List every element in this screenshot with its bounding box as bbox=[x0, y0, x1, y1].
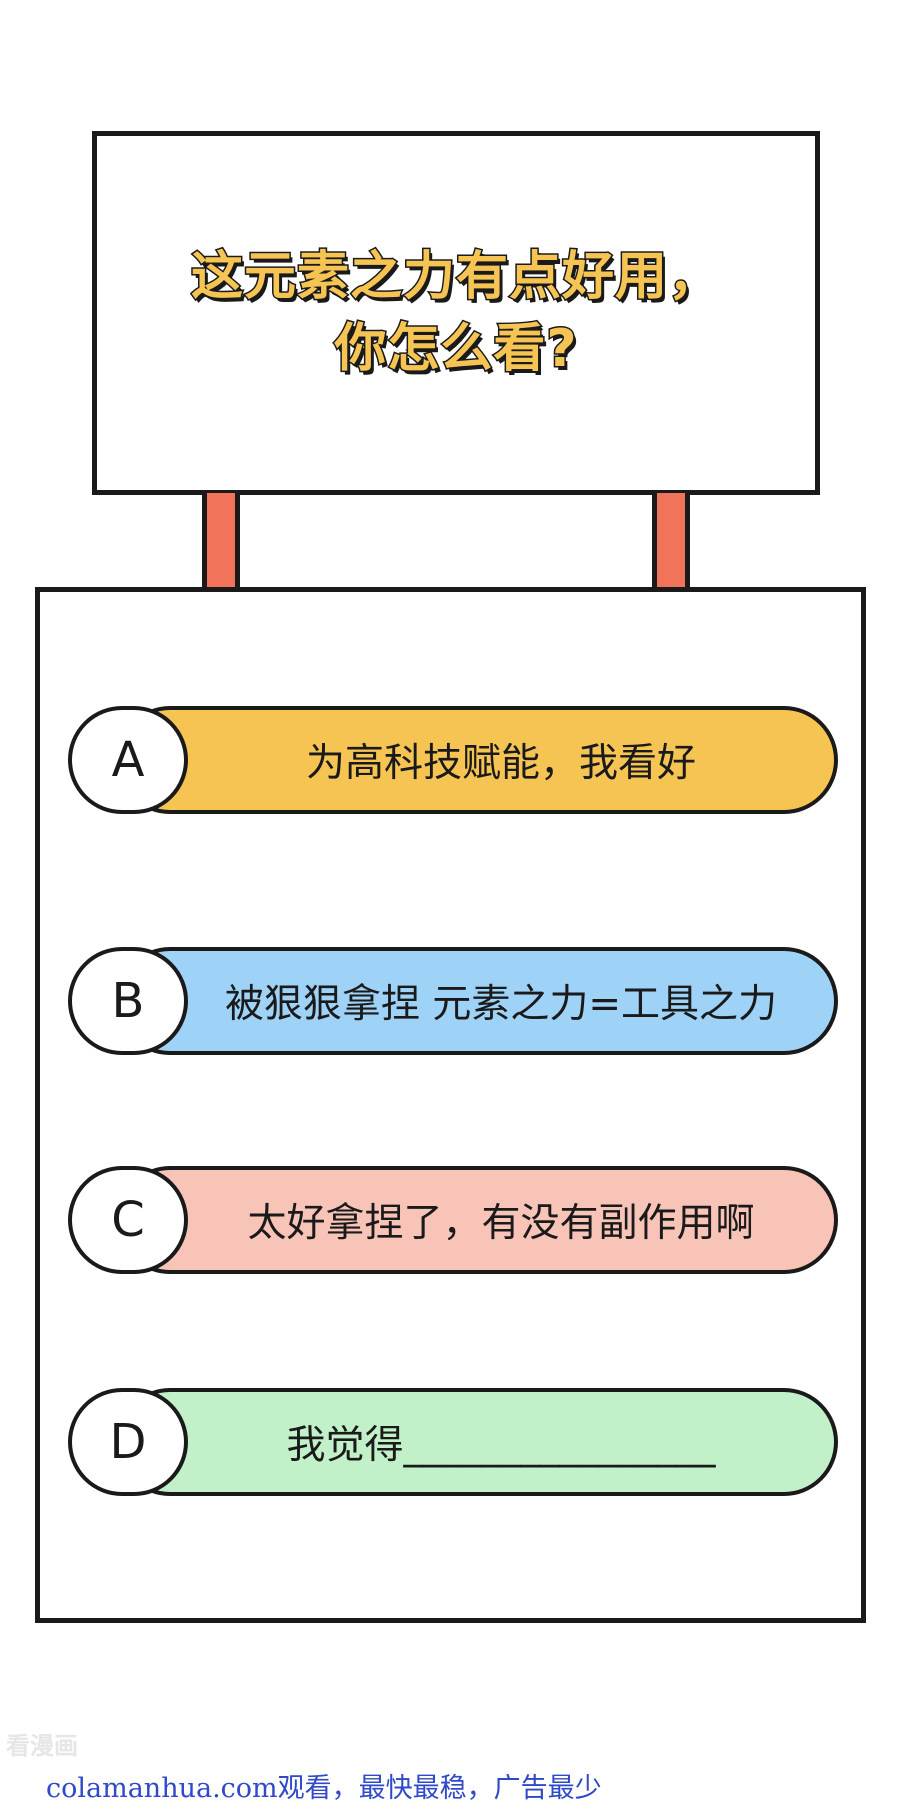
question-line-2: 你怎么看? bbox=[333, 318, 578, 381]
option-b-pill[interactable]: 被狠狠拿捏 元素之力=工具之力 bbox=[116, 947, 838, 1055]
option-c[interactable]: C 太好拿捏了，有没有副作用啊 bbox=[68, 1166, 838, 1274]
option-a-text: 为高科技赋能，我看好 bbox=[305, 741, 696, 786]
option-c-pill[interactable]: 太好拿捏了，有没有副作用啊 bbox=[116, 1166, 838, 1274]
option-b[interactable]: B 被狠狠拿捏 元素之力=工具之力 bbox=[68, 947, 838, 1055]
option-c-text: 太好拿捏了，有没有副作用啊 bbox=[247, 1201, 755, 1246]
option-d-text: 我觉得________________ bbox=[286, 1423, 716, 1468]
option-a-pill[interactable]: 为高科技赋能，我看好 bbox=[116, 706, 838, 814]
option-b-letter: B bbox=[68, 947, 188, 1055]
option-d-letter: D bbox=[68, 1388, 188, 1496]
option-c-letter: C bbox=[68, 1166, 188, 1274]
option-a[interactable]: A 为高科技赋能，我看好 bbox=[68, 706, 838, 814]
option-b-text: 被狠狠拿捏 元素之力=工具之力 bbox=[224, 982, 778, 1027]
watermark-site-name: 看漫画 bbox=[6, 1732, 78, 1760]
question-line-1: 这元素之力有点好用， bbox=[189, 246, 721, 309]
sign-post-left bbox=[202, 493, 240, 589]
watermark-footer-link[interactable]: colamanhua.com观看，最快最稳，广告最少 bbox=[46, 1773, 602, 1804]
question-sign: 这元素之力有点好用， 你怎么看? bbox=[92, 131, 820, 495]
option-d-pill[interactable]: 我觉得________________ bbox=[116, 1388, 838, 1496]
sign-post-right bbox=[652, 493, 690, 589]
option-a-letter: A bbox=[68, 706, 188, 814]
option-d[interactable]: D 我觉得________________ bbox=[68, 1388, 838, 1496]
